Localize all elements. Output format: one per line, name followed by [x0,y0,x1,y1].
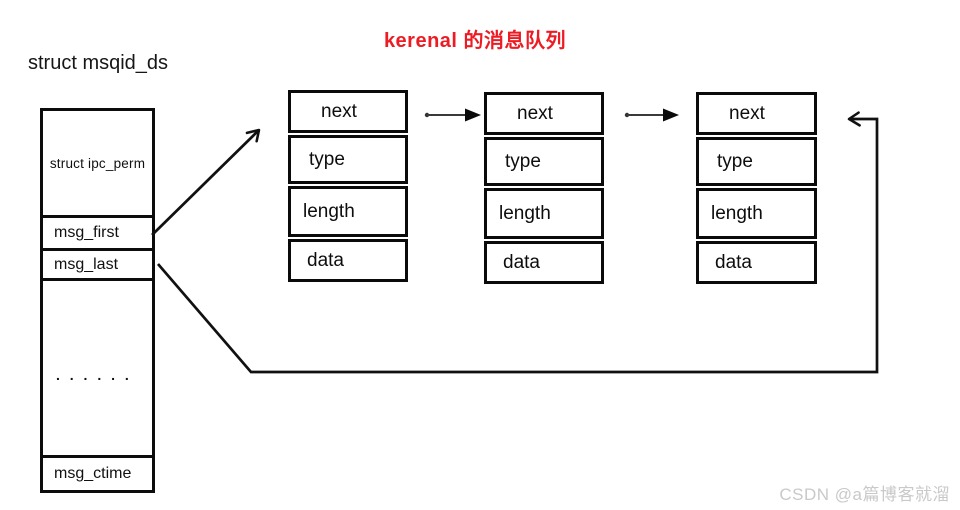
ipc-perm-row: struct ipc_perm [49,155,146,171]
node2-type-cell: type [484,137,604,186]
message-node-2: next type length data [484,92,604,284]
node3-type-cell: type [696,137,817,186]
arrow-node1-to-node2 [424,108,481,122]
arrow-node2-to-node3 [624,108,679,122]
node2-length-cell: length [484,188,604,239]
msg-last-row: msg_last [43,251,152,281]
msg-ctime-row: msg_ctime [54,465,132,482]
ellipsis-dots: . . . . . . [56,367,132,383]
csdn-watermark: CSDN @a篇博客就溜 [779,485,950,504]
node2-next-cell: next [484,92,604,135]
message-node-3: next type length data [696,92,817,284]
node3-data-cell: data [696,241,817,284]
ellipsis-row: . . . . . . [43,281,152,458]
message-node-1: next type length data [288,90,408,282]
node3-next-cell: next [696,92,817,135]
node2-data-cell: data [484,241,604,284]
diagram-title: kerenal 的消息队列 [383,30,567,52]
arrow-msg-first-to-node1 [151,128,261,236]
node1-next-cell: next [288,90,408,133]
node1-data-cell: data [288,239,408,282]
struct-msqid-ds-label: struct msqid_ds [28,52,169,74]
node1-length-cell: length [288,186,408,237]
node1-type-cell: type [288,135,408,184]
msqid-ds-box: struct ipc_perm msg_first msg_last . . .… [40,108,155,493]
msg-first-row: msg_first [43,215,152,251]
node3-length-cell: length [696,188,817,239]
